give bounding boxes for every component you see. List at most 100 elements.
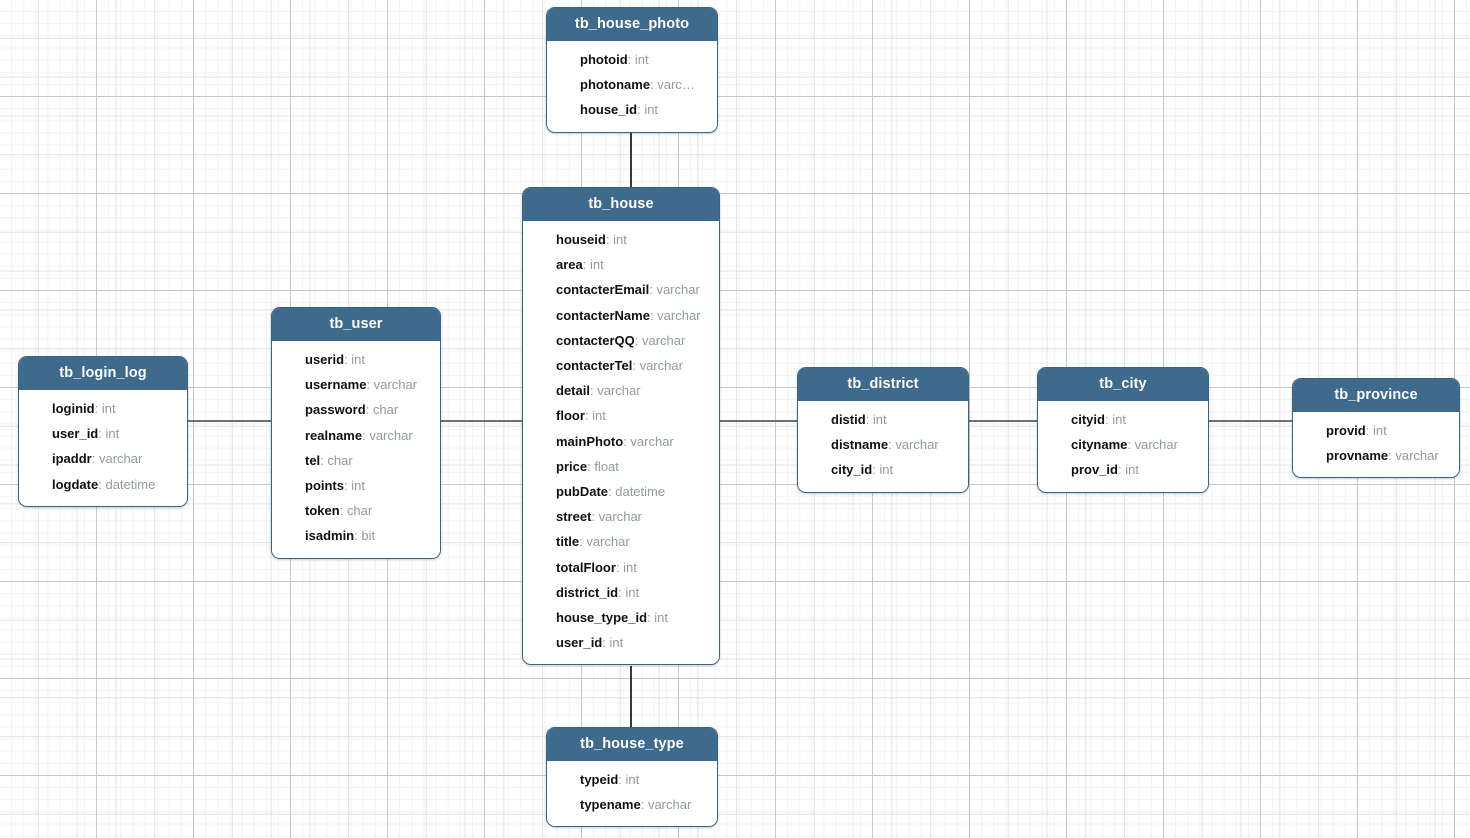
field-row[interactable]: contacterQQ: varchar bbox=[523, 328, 719, 353]
field-row[interactable]: prov_id: int bbox=[1038, 457, 1208, 482]
field-type: varchar bbox=[639, 358, 683, 374]
field-type: int bbox=[654, 610, 668, 626]
field-row[interactable]: distid: int bbox=[798, 407, 968, 432]
field-separator: : bbox=[618, 772, 626, 787]
field-row[interactable]: ipaddr: varchar bbox=[19, 446, 187, 471]
field-row[interactable]: distname: varchar bbox=[798, 432, 968, 457]
connector-photo-to-house bbox=[630, 130, 632, 187]
field-name: street bbox=[556, 509, 592, 525]
field-row[interactable]: loginid: int bbox=[19, 396, 187, 421]
field-row[interactable]: contacterTel: varchar bbox=[523, 353, 719, 378]
field-separator: : bbox=[634, 332, 642, 348]
field-type: datetime bbox=[615, 484, 666, 500]
field-type: int bbox=[351, 478, 365, 494]
field-type: int bbox=[879, 462, 894, 478]
entity-title-tb_house: tb_house bbox=[523, 188, 719, 221]
field-name: user_id bbox=[52, 426, 99, 442]
connector-user-to-house bbox=[441, 420, 522, 422]
field-row[interactable]: photoid: int bbox=[547, 47, 717, 72]
field-row[interactable]: provname: varchar bbox=[1293, 443, 1459, 468]
field-row[interactable]: contacterName: varchar bbox=[523, 303, 719, 328]
field-type: varchar bbox=[630, 433, 674, 449]
field-name: cityid bbox=[1071, 412, 1105, 427]
field-row[interactable]: password: char bbox=[272, 397, 440, 422]
field-row[interactable]: photoname: varc… bbox=[547, 72, 717, 97]
field-row[interactable]: pubDate: datetime bbox=[523, 479, 719, 504]
field-row[interactable]: cityname: varchar bbox=[1038, 432, 1208, 457]
field-type: int bbox=[105, 426, 120, 442]
field-name: district_id bbox=[556, 584, 619, 600]
field-name: house_id bbox=[580, 102, 638, 118]
field-separator: : bbox=[339, 503, 347, 519]
field-row[interactable]: realname: varchar bbox=[272, 423, 440, 448]
field-row[interactable]: area: int bbox=[523, 252, 719, 277]
field-row[interactable]: contacterEmail: varchar bbox=[523, 277, 719, 302]
field-separator: : bbox=[632, 358, 640, 374]
entity-title-tb_province: tb_province bbox=[1293, 379, 1459, 412]
field-row[interactable]: logdate: datetime bbox=[19, 472, 187, 497]
field-type: varchar bbox=[647, 797, 692, 813]
field-separator: : bbox=[1365, 423, 1373, 438]
field-row[interactable]: city_id: int bbox=[798, 457, 968, 482]
field-row[interactable]: username: varchar bbox=[272, 372, 440, 397]
field-type: int bbox=[1112, 412, 1126, 427]
field-row[interactable]: typeid: int bbox=[547, 767, 717, 792]
field-row[interactable]: user_id: int bbox=[19, 421, 187, 446]
field-row[interactable]: house_id: int bbox=[547, 97, 717, 122]
field-name: distname bbox=[831, 437, 889, 453]
field-type: int bbox=[351, 352, 365, 367]
field-row[interactable]: token: char bbox=[272, 498, 440, 523]
field-row[interactable]: title: varchar bbox=[523, 529, 719, 554]
field-row[interactable]: isadmin: bit bbox=[272, 523, 440, 548]
field-row[interactable]: price: float bbox=[523, 454, 719, 479]
field-row[interactable]: detail: varchar bbox=[523, 378, 719, 403]
field-type: varchar bbox=[98, 451, 143, 467]
field-type: int bbox=[872, 412, 887, 427]
field-row[interactable]: district_id: int bbox=[523, 580, 719, 605]
field-name: ipaddr bbox=[52, 451, 92, 467]
field-name: user_id bbox=[556, 635, 603, 651]
entity-title-tb_login_log: tb_login_log bbox=[19, 357, 187, 390]
field-type: int bbox=[625, 772, 640, 787]
field-name: photoid bbox=[580, 52, 628, 67]
field-type: int bbox=[625, 584, 640, 600]
field-name: price bbox=[556, 458, 588, 474]
entity-title-tb_house_photo: tb_house_photo bbox=[547, 8, 717, 41]
field-row[interactable]: provid: int bbox=[1293, 418, 1459, 443]
field-type: int bbox=[592, 408, 606, 424]
field-row[interactable]: houseid: int bbox=[523, 227, 719, 252]
field-name: city_id bbox=[831, 462, 873, 478]
field-row[interactable]: userid: int bbox=[272, 347, 440, 372]
field-separator: : bbox=[865, 412, 873, 427]
field-type: varchar bbox=[373, 377, 418, 393]
field-row[interactable]: street: varchar bbox=[523, 504, 719, 529]
field-row[interactable]: user_id: int bbox=[523, 630, 719, 655]
field-separator: : bbox=[582, 257, 590, 273]
field-type: varchar bbox=[1134, 437, 1178, 453]
field-type: char bbox=[372, 402, 399, 418]
field-type: varchar bbox=[1395, 448, 1439, 464]
field-row[interactable]: totalFloor: int bbox=[523, 555, 719, 580]
field-type: varc… bbox=[657, 77, 695, 93]
field-row[interactable]: house_type_id: int bbox=[523, 605, 719, 630]
field-row[interactable]: mainPhoto: varchar bbox=[523, 429, 719, 454]
field-row[interactable]: tel: char bbox=[272, 448, 440, 473]
field-separator: : bbox=[1127, 437, 1135, 453]
field-type: varchar bbox=[598, 509, 643, 525]
entity-title-tb_city: tb_city bbox=[1038, 368, 1208, 401]
field-row[interactable]: typename: varchar bbox=[547, 792, 717, 817]
field-row[interactable]: points: int bbox=[272, 473, 440, 498]
field-row[interactable]: cityid: int bbox=[1038, 407, 1208, 432]
field-row[interactable]: floor: int bbox=[523, 403, 719, 428]
